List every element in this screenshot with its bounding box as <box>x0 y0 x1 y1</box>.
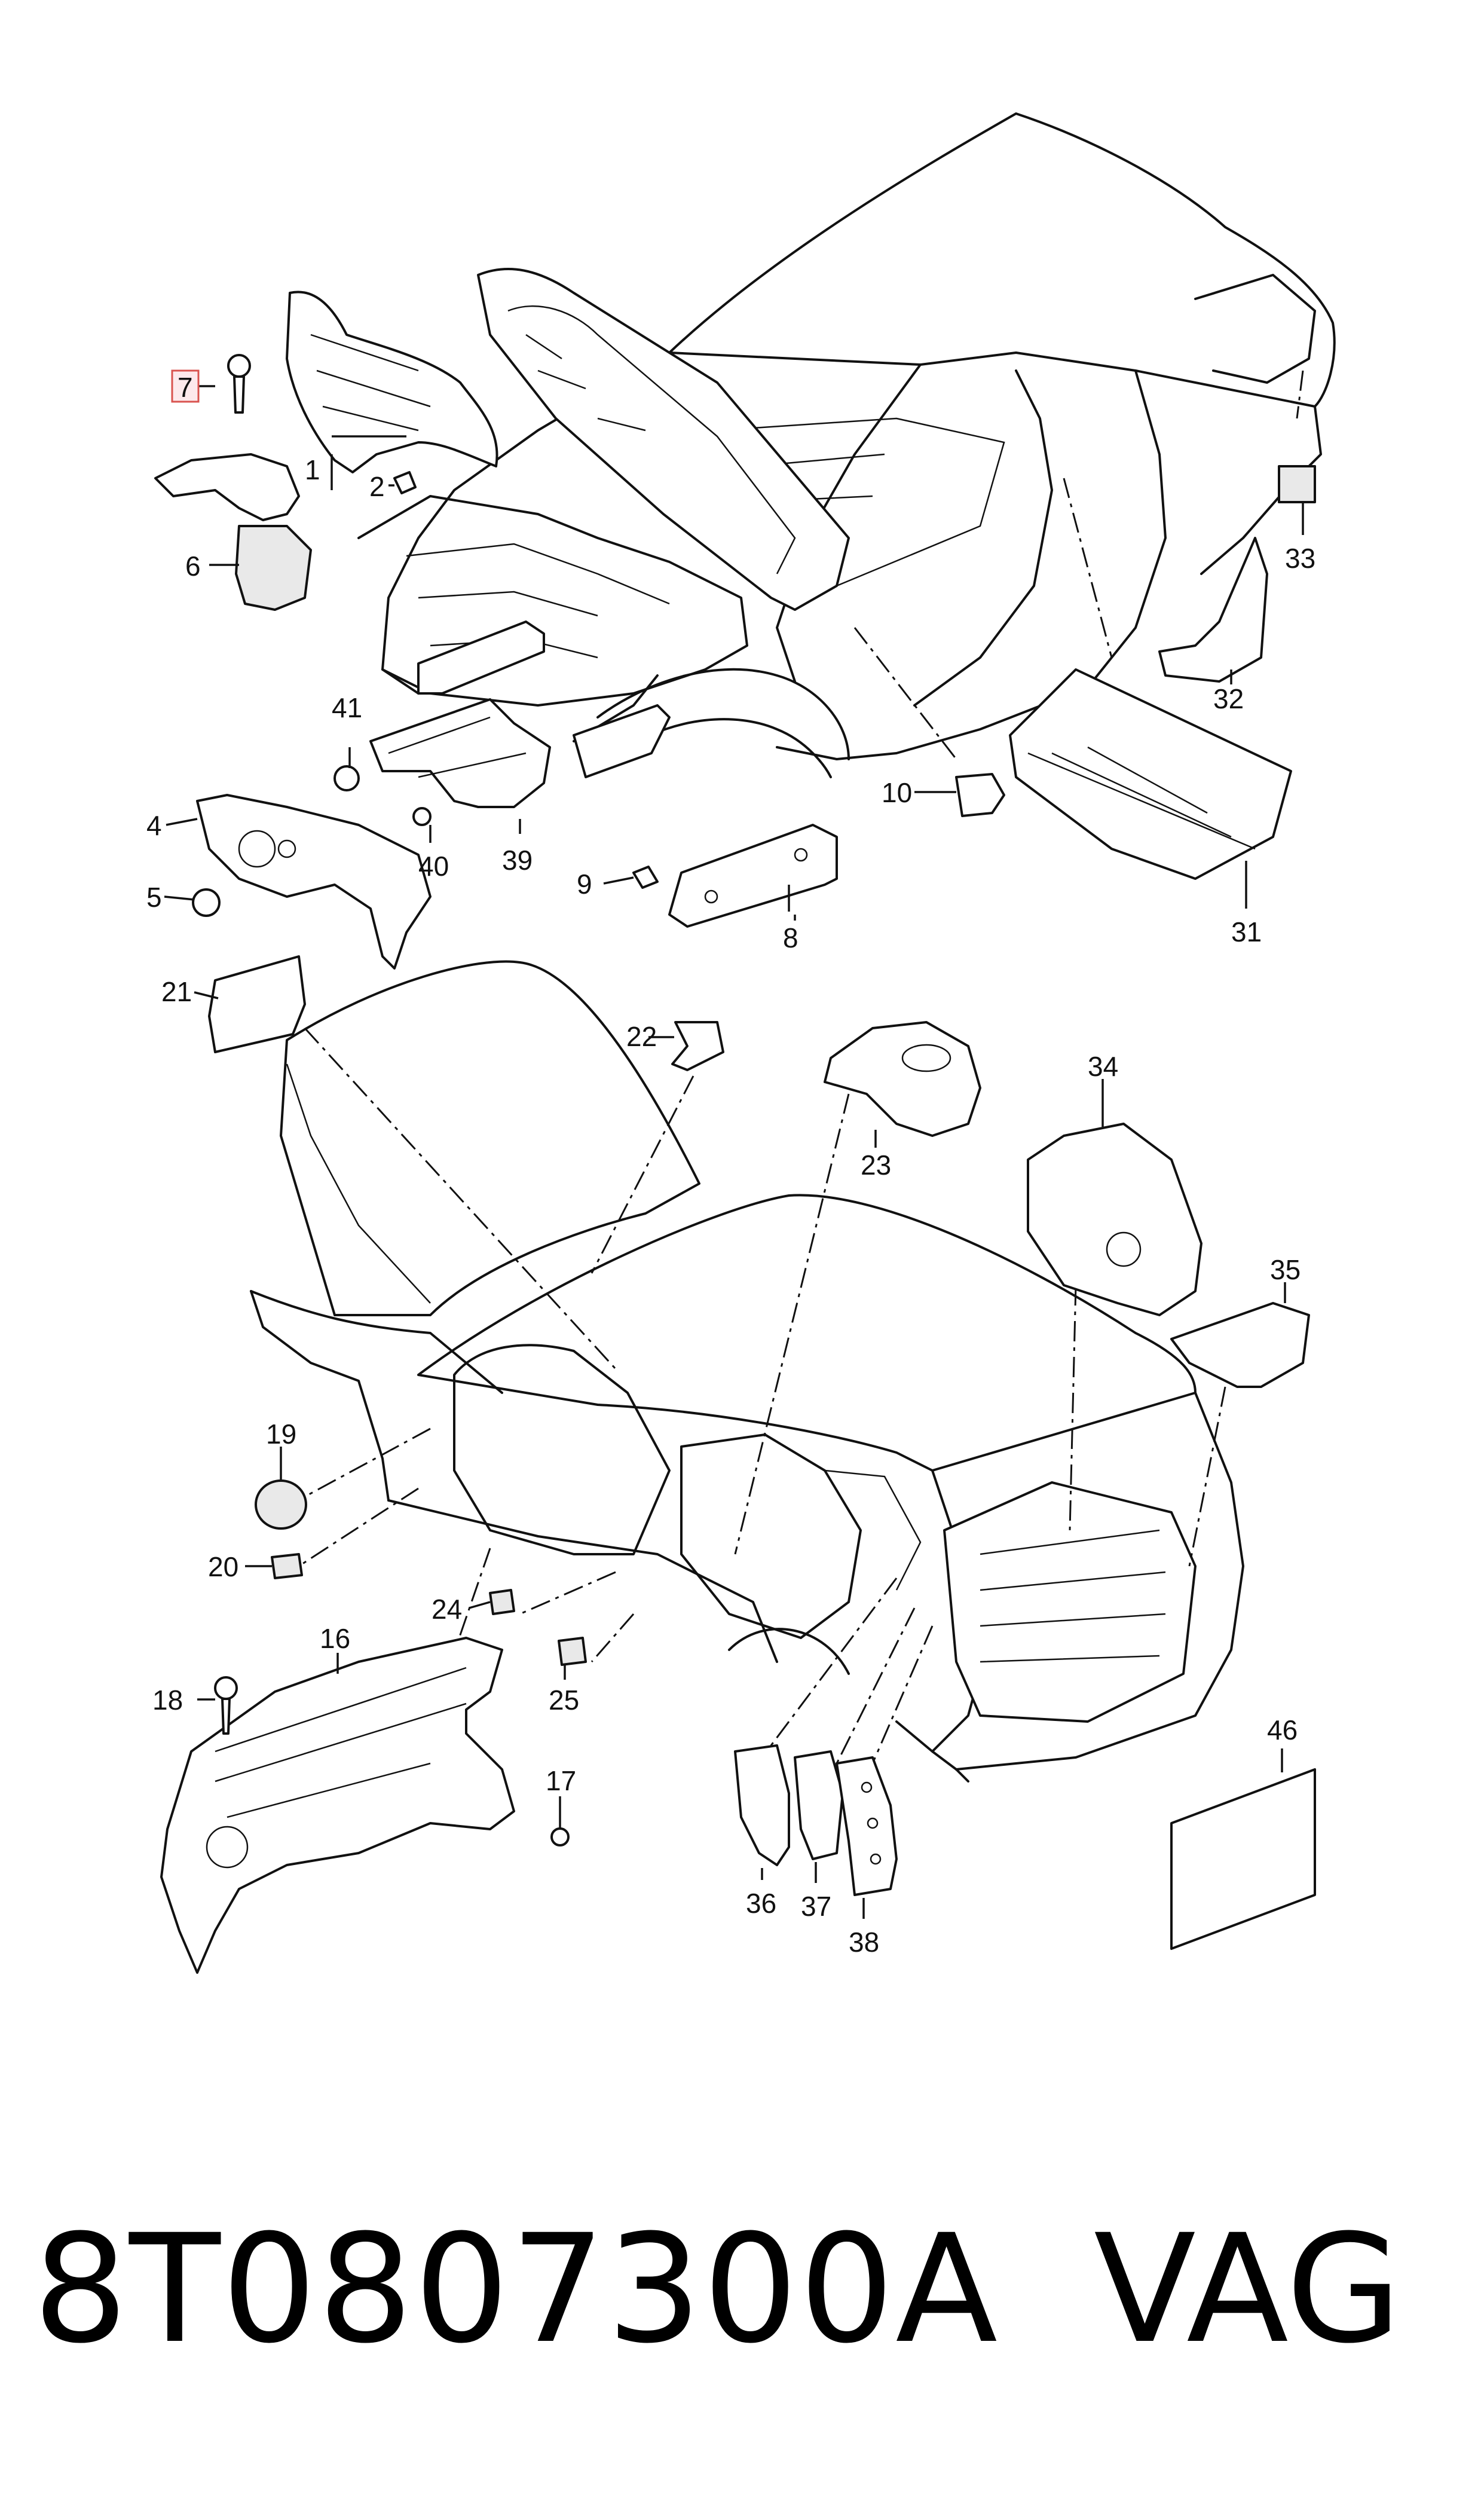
callout-33: 33 <box>1285 543 1315 574</box>
part-21-foam-block <box>208 955 306 1053</box>
part-1-hood-insulation <box>286 291 498 473</box>
part-18-screw <box>214 1676 238 1735</box>
part-24-foam-block <box>489 1589 515 1615</box>
callout-5: 5 <box>146 882 162 913</box>
part-33-foam-block <box>1278 465 1316 503</box>
lower-car-body <box>250 960 1244 1783</box>
callout-16: 16 <box>320 1623 350 1654</box>
callout-32: 32 <box>1213 683 1244 714</box>
part-35-pad <box>1170 1302 1310 1388</box>
callout-38: 38 <box>849 1927 879 1958</box>
callout-41: 41 <box>332 692 362 723</box>
highlight-box-7 <box>171 369 200 403</box>
callout-31: 31 <box>1231 916 1262 947</box>
callout-4: 4 <box>146 810 162 841</box>
callout-10: 10 <box>882 777 912 808</box>
part-34-insulation <box>1027 1123 1203 1316</box>
callout-37: 37 <box>801 1891 831 1922</box>
callout-8: 8 <box>783 922 798 953</box>
leader-lines <box>164 385 1304 1919</box>
part-25-foam-block <box>558 1637 587 1666</box>
part-8-bracket <box>668 824 838 928</box>
part-41-grommet <box>333 765 360 791</box>
callout-labels: 7 1 2 6 41 4 5 40 39 9 8 10 31 32 33 21 … <box>146 369 1315 1958</box>
part-36-insulation <box>734 1744 790 1866</box>
upper-car-body <box>357 112 1336 778</box>
callout-40: 40 <box>418 851 449 882</box>
brand-label: VAG <box>1094 2202 1402 2376</box>
part-31-floor-insulation <box>1009 668 1292 880</box>
footer: 8T0807300A VAG <box>0 2200 1484 2379</box>
callout-34: 34 <box>1088 1051 1118 1082</box>
callout-9: 9 <box>577 869 592 900</box>
part-10-clip <box>955 773 1005 817</box>
callout-20: 20 <box>208 1551 238 1582</box>
parts-exploded-diagram: 7 1 2 6 41 4 5 40 39 9 8 10 31 32 33 21 … <box>146 112 1336 1974</box>
callout-18: 18 <box>152 1685 183 1716</box>
part-16-dash-insulation <box>160 1637 515 1974</box>
part-7-push-rivet <box>227 354 251 414</box>
part-5-grommet <box>192 888 221 917</box>
callout-25: 25 <box>549 1685 579 1716</box>
callout-19: 19 <box>266 1419 296 1450</box>
part-number: 8T0807300A <box>33 2202 999 2376</box>
callout-36: 36 <box>746 1888 776 1919</box>
callout-23: 23 <box>861 1150 891 1181</box>
callout-6: 6 <box>185 551 201 582</box>
part-9-clip <box>632 866 659 889</box>
callout-21: 21 <box>161 976 192 1007</box>
part-37-insulation <box>794 1750 844 1860</box>
part-23-insulation <box>824 1021 981 1137</box>
callout-39: 39 <box>502 845 533 876</box>
part-32-insulation <box>1158 537 1268 683</box>
callout-22: 22 <box>626 1021 657 1052</box>
callout-17: 17 <box>546 1765 576 1796</box>
part-39-insulation <box>369 698 551 808</box>
part-19-round-pad <box>255 1479 307 1530</box>
part-2-clip <box>393 471 417 494</box>
callout-1: 1 <box>305 454 320 485</box>
callout-46: 46 <box>1267 1714 1298 1745</box>
part-4-wheelhouse-liner <box>196 794 432 970</box>
part-38-insulation <box>836 1756 898 1896</box>
part-17-clip <box>550 1827 570 1847</box>
part-40-nut <box>412 807 432 826</box>
part-20-foam-block <box>271 1553 303 1579</box>
callout-7: 7 <box>178 372 193 403</box>
part-22-foam-pad <box>671 1021 724 1071</box>
callout-2: 2 <box>369 471 385 502</box>
callout-24: 24 <box>432 1594 462 1625</box>
callout-35: 35 <box>1270 1254 1301 1285</box>
part-6-insulation-bracket <box>154 453 312 611</box>
part-46-label-sheet <box>1170 1768 1316 1950</box>
